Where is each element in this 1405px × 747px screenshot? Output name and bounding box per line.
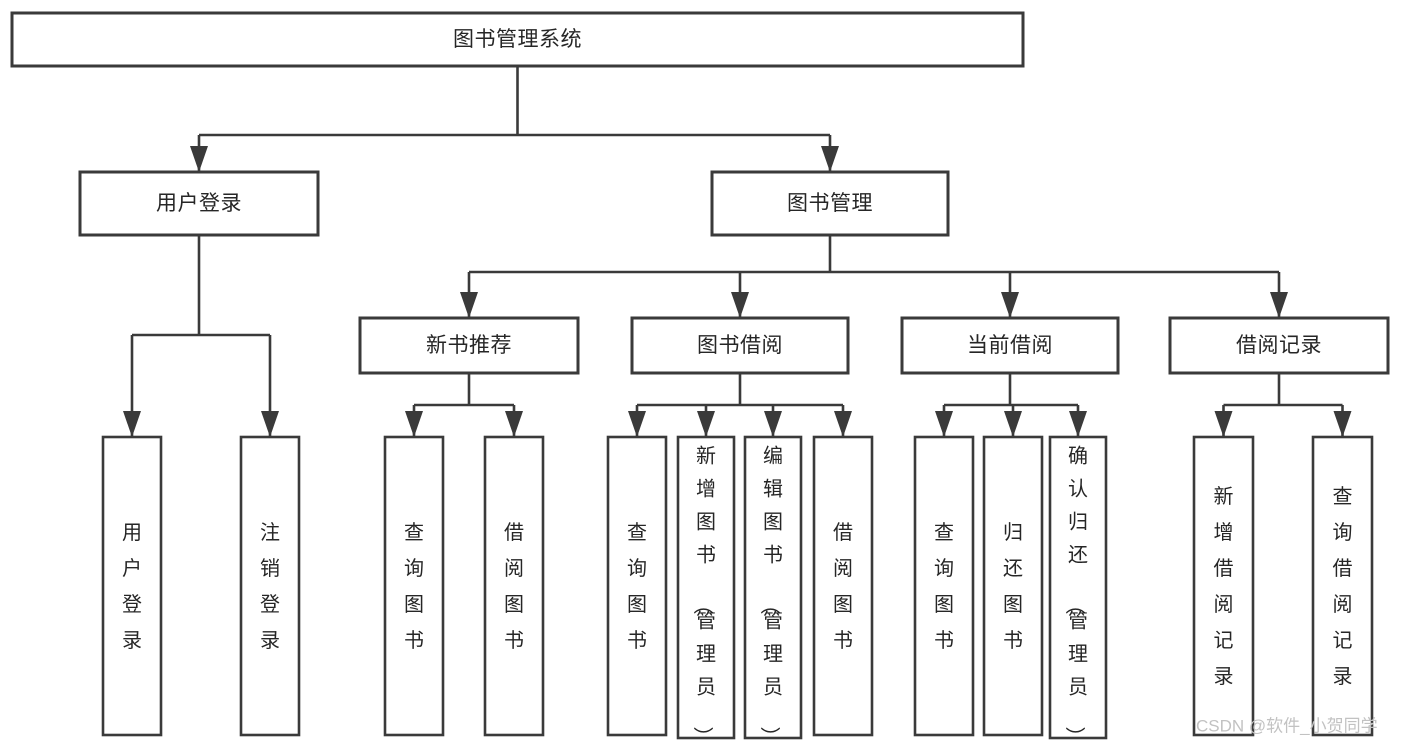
node-label-leaf-borrow-book-2: 借阅图书	[833, 521, 853, 652]
node-label-current-borrow: 当前借阅	[967, 334, 1053, 357]
arrow-head-icon	[505, 411, 523, 437]
node-box-leaf-user-login	[101, 435, 163, 737]
node-box-new-book-recommend	[358, 316, 580, 375]
node-label-leaf-query-book-1: 查询图书	[404, 521, 424, 652]
node-box-leaf-query-book-3	[913, 435, 975, 737]
arrow-head-icon	[764, 411, 782, 437]
node-leaf-edit-book[interactable]: 编辑图书（管理员）	[743, 435, 803, 747]
node-leaf-borrow-book-1[interactable]: 借阅图书	[483, 435, 545, 737]
node-leaf-return-book[interactable]: 归还图书	[982, 435, 1044, 737]
nodes-layer: 图书管理系统用户登录图书管理新书推荐图书借阅当前借阅借阅记录用户登录注销登录查询…	[10, 11, 1390, 747]
arrow-head-icon	[261, 411, 279, 437]
node-label-leaf-return-book: 归还图书	[1003, 521, 1023, 652]
node-leaf-query-book-3[interactable]: 查询图书	[913, 435, 975, 737]
arrow-head-icon	[1333, 411, 1352, 437]
node-leaf-add-book[interactable]: 新增图书（管理员）	[676, 435, 736, 747]
arrow-head-icon	[935, 411, 953, 437]
arrow-head-icon	[1004, 411, 1022, 437]
node-label-user-login: 用户登录	[156, 192, 242, 215]
node-label-root: 图书管理系统	[453, 28, 582, 51]
node-label-leaf-confirm-return: 确认归还（管理员）	[1063, 445, 1088, 747]
node-box-leaf-borrow-book-2	[812, 435, 874, 737]
node-new-book-recommend[interactable]: 新书推荐	[358, 316, 580, 375]
node-box-leaf-add-record	[1192, 435, 1255, 737]
node-user-login[interactable]: 用户登录	[78, 170, 320, 237]
node-box-book-borrow	[630, 316, 850, 375]
arrow-head-icon	[405, 411, 423, 437]
node-box-leaf-confirm-return	[1048, 435, 1108, 740]
arrow-head-icon	[628, 411, 646, 437]
node-label-leaf-borrow-book-1: 借阅图书	[504, 521, 524, 652]
node-label-leaf-query-book-2: 查询图书	[627, 521, 647, 652]
edges-layer	[123, 66, 1352, 437]
node-root[interactable]: 图书管理系统	[10, 11, 1025, 68]
arrow-head-icon	[1214, 411, 1233, 437]
node-label-leaf-user-login: 用户登录	[122, 522, 142, 652]
node-box-leaf-edit-book	[743, 435, 803, 740]
node-book-manage[interactable]: 图书管理	[710, 170, 950, 237]
node-leaf-add-record[interactable]: 新增借阅记录	[1192, 435, 1255, 737]
node-box-leaf-add-book	[676, 435, 736, 740]
node-box-root	[10, 11, 1025, 68]
arrow-head-icon	[190, 146, 208, 172]
node-box-leaf-logout	[239, 435, 301, 737]
node-box-leaf-borrow-book-1	[483, 435, 545, 737]
arrow-head-icon	[1069, 411, 1087, 437]
arrow-head-icon	[1270, 292, 1288, 318]
arrow-head-icon	[697, 411, 715, 437]
arrow-head-icon	[123, 411, 141, 437]
node-label-book-manage: 图书管理	[787, 192, 873, 215]
node-box-user-login	[78, 170, 320, 237]
node-label-leaf-query-record: 查询借阅记录	[1333, 485, 1353, 688]
node-label-leaf-edit-book: 编辑图书（管理员）	[758, 445, 783, 747]
node-label-leaf-logout: 注销登录	[260, 521, 280, 652]
node-box-leaf-query-record	[1311, 435, 1374, 737]
node-box-leaf-query-book-1	[383, 435, 445, 737]
arrow-head-icon	[731, 292, 749, 318]
node-leaf-confirm-return[interactable]: 确认归还（管理员）	[1048, 435, 1108, 747]
node-label-book-borrow: 图书借阅	[697, 334, 783, 357]
node-box-leaf-return-book	[982, 435, 1044, 737]
node-box-current-borrow	[900, 316, 1120, 375]
node-leaf-borrow-book-2[interactable]: 借阅图书	[812, 435, 874, 737]
node-leaf-query-book-2[interactable]: 查询图书	[606, 435, 668, 737]
node-label-leaf-add-book: 新增图书（管理员）	[691, 445, 716, 747]
arrow-head-icon	[821, 146, 839, 172]
node-leaf-query-book-1[interactable]: 查询图书	[383, 435, 445, 737]
csdn-watermark: CSDN @软件_小贺同学	[1196, 716, 1378, 735]
node-label-borrow-record: 借阅记录	[1236, 334, 1322, 357]
node-box-borrow-record	[1168, 316, 1390, 375]
arrow-head-icon	[460, 292, 478, 318]
arrow-head-icon	[834, 411, 852, 437]
arrow-head-icon	[1001, 292, 1019, 318]
node-leaf-logout[interactable]: 注销登录	[239, 435, 301, 737]
node-borrow-record[interactable]: 借阅记录	[1168, 316, 1390, 375]
node-label-leaf-add-record: 新增借阅记录	[1214, 485, 1234, 688]
node-leaf-user-login[interactable]: 用户登录	[101, 435, 163, 737]
node-box-book-manage	[710, 170, 950, 237]
node-box-leaf-query-book-2	[606, 435, 668, 737]
node-leaf-query-record[interactable]: 查询借阅记录	[1311, 435, 1374, 737]
node-label-new-book-recommend: 新书推荐	[426, 334, 512, 357]
node-current-borrow[interactable]: 当前借阅	[900, 316, 1120, 375]
node-label-leaf-query-book-3: 查询图书	[934, 521, 954, 652]
node-book-borrow[interactable]: 图书借阅	[630, 316, 850, 375]
